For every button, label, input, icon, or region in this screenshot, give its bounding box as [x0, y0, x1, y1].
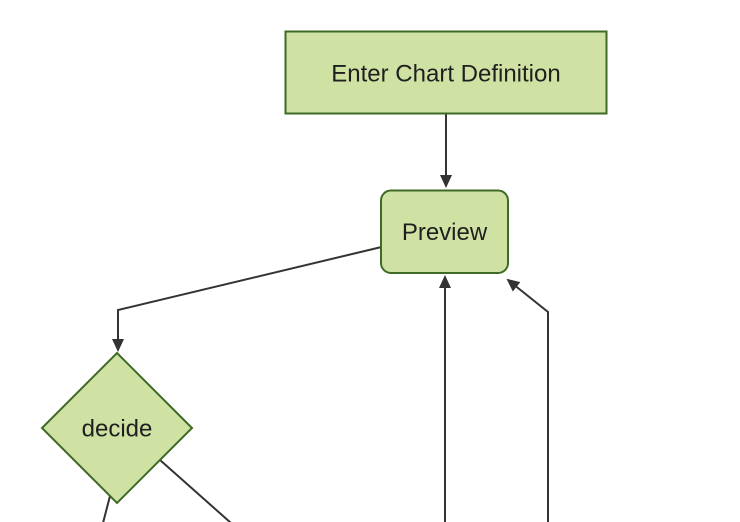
edge-decide-offscreen-bottom-right [159, 459, 232, 522]
node-preview-shape [380, 189, 509, 274]
edge-decide-offscreen-bottom-left [102, 495, 111, 522]
node-enter-chart-definition: Enter Chart Definition [284, 30, 608, 115]
node-decide: decide [40, 351, 194, 505]
node-enter-chart-definition-label: Enter Chart Definition [331, 61, 560, 88]
edge-preview-to-decide [112, 246, 382, 352]
edges-layer [102, 114, 549, 522]
node-enter-chart-definition-shape [284, 30, 608, 115]
node-preview-label: Preview [402, 219, 488, 246]
node-preview: Preview [380, 189, 509, 274]
edge-offscreen-bottom-right-to-preview [506, 278, 549, 522]
node-decide-shape [40, 351, 194, 505]
node-decide-label: decide [82, 416, 153, 443]
